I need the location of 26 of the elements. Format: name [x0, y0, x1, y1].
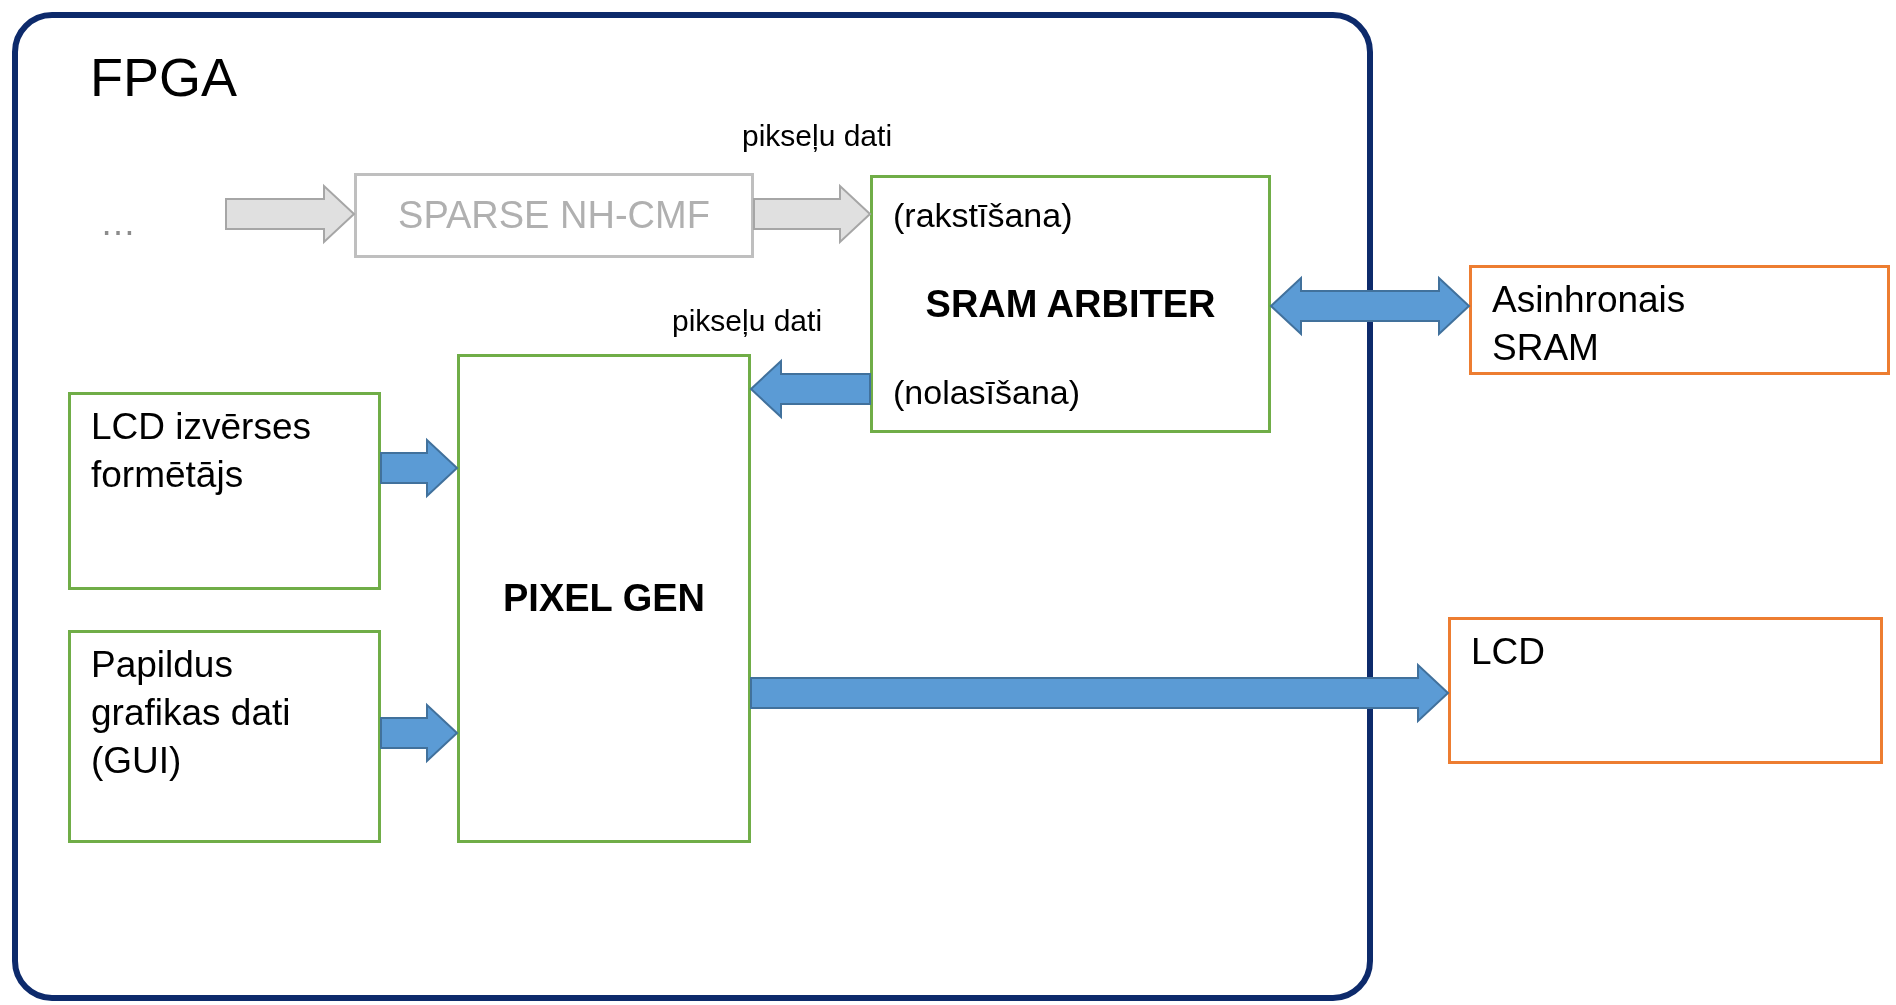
frame-title: FPGA [90, 46, 238, 109]
block-label: LCD [1471, 630, 1547, 674]
block-label: Papildus grafikas dati (GUI) [91, 643, 292, 784]
block-arrow [225, 183, 356, 245]
external-box [1469, 265, 1890, 375]
block-label: … [100, 205, 137, 241]
fpga-frame [12, 12, 1373, 1001]
block-label: Asinhronais SRAM [1492, 278, 1687, 371]
block-arrow [753, 183, 872, 245]
block-arrow [380, 437, 459, 499]
block-arrow [380, 702, 459, 764]
process-box [870, 175, 1271, 433]
external-box [1448, 617, 1883, 764]
block-note: (nolasīšana) [893, 372, 1082, 413]
block-label: PIXEL GEN [503, 576, 705, 621]
process-box [457, 354, 751, 843]
process-box [68, 630, 381, 843]
block-arrow [750, 662, 1450, 724]
block-label: LCD izvērses formētājs [91, 405, 312, 498]
block-note: (rakstīšana) [893, 195, 1074, 236]
block-arrow [1269, 275, 1471, 337]
process-box [68, 392, 381, 590]
block-title: SRAM ARBITER [924, 281, 1217, 327]
block-arrow [749, 358, 871, 420]
block-label: SPARSE NH-CMF [398, 193, 710, 238]
process-box [354, 173, 754, 258]
